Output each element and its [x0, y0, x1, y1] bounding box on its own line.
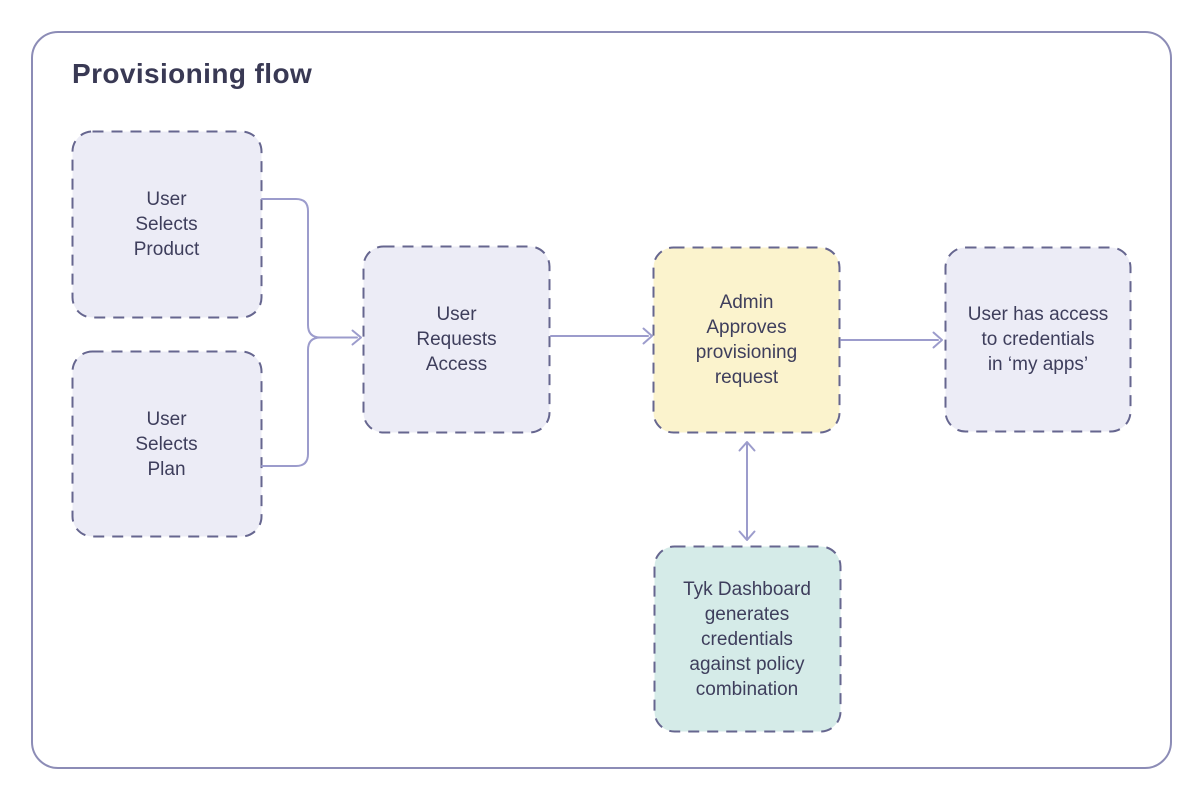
- node-label-admin-approves-request: Admin Approves provisioning request: [695, 292, 798, 388]
- node-user-selects-plan: [71, 350, 263, 538]
- connector-plan-to-merge: [261, 336, 322, 467]
- node-user-requests-access: [362, 245, 551, 434]
- node-label-user-has-access: User has access to credentials in ‘my ap…: [967, 304, 1109, 375]
- diagram-frame: [31, 31, 1172, 769]
- arrowhead-merge-right-icon: [351, 329, 362, 346]
- node-admin-approves-request: [652, 246, 841, 434]
- node-label-user-requests-access: User Requests Access: [416, 304, 497, 375]
- arrowhead-down-icon: [738, 530, 756, 541]
- node-label-user-selects-product: User Selects Product: [133, 189, 200, 260]
- node-user-has-access: [944, 246, 1132, 433]
- node-label-tyk-dashboard-generates: Tyk Dashboard generates credentials agai…: [683, 578, 811, 700]
- page-title: Provisioning flow: [72, 58, 313, 89]
- connector-product-to-merge: [261, 198, 358, 339]
- arrowhead-requests-to-admin-icon: [642, 327, 653, 345]
- node-user-selects-product: [71, 130, 263, 319]
- node-tyk-dashboard-generates: [653, 545, 842, 733]
- node-label-user-selects-plan: User Selects Plan: [135, 408, 198, 480]
- arrowhead-admin-to-access-icon: [932, 331, 943, 349]
- arrowhead-up-icon: [738, 441, 756, 452]
